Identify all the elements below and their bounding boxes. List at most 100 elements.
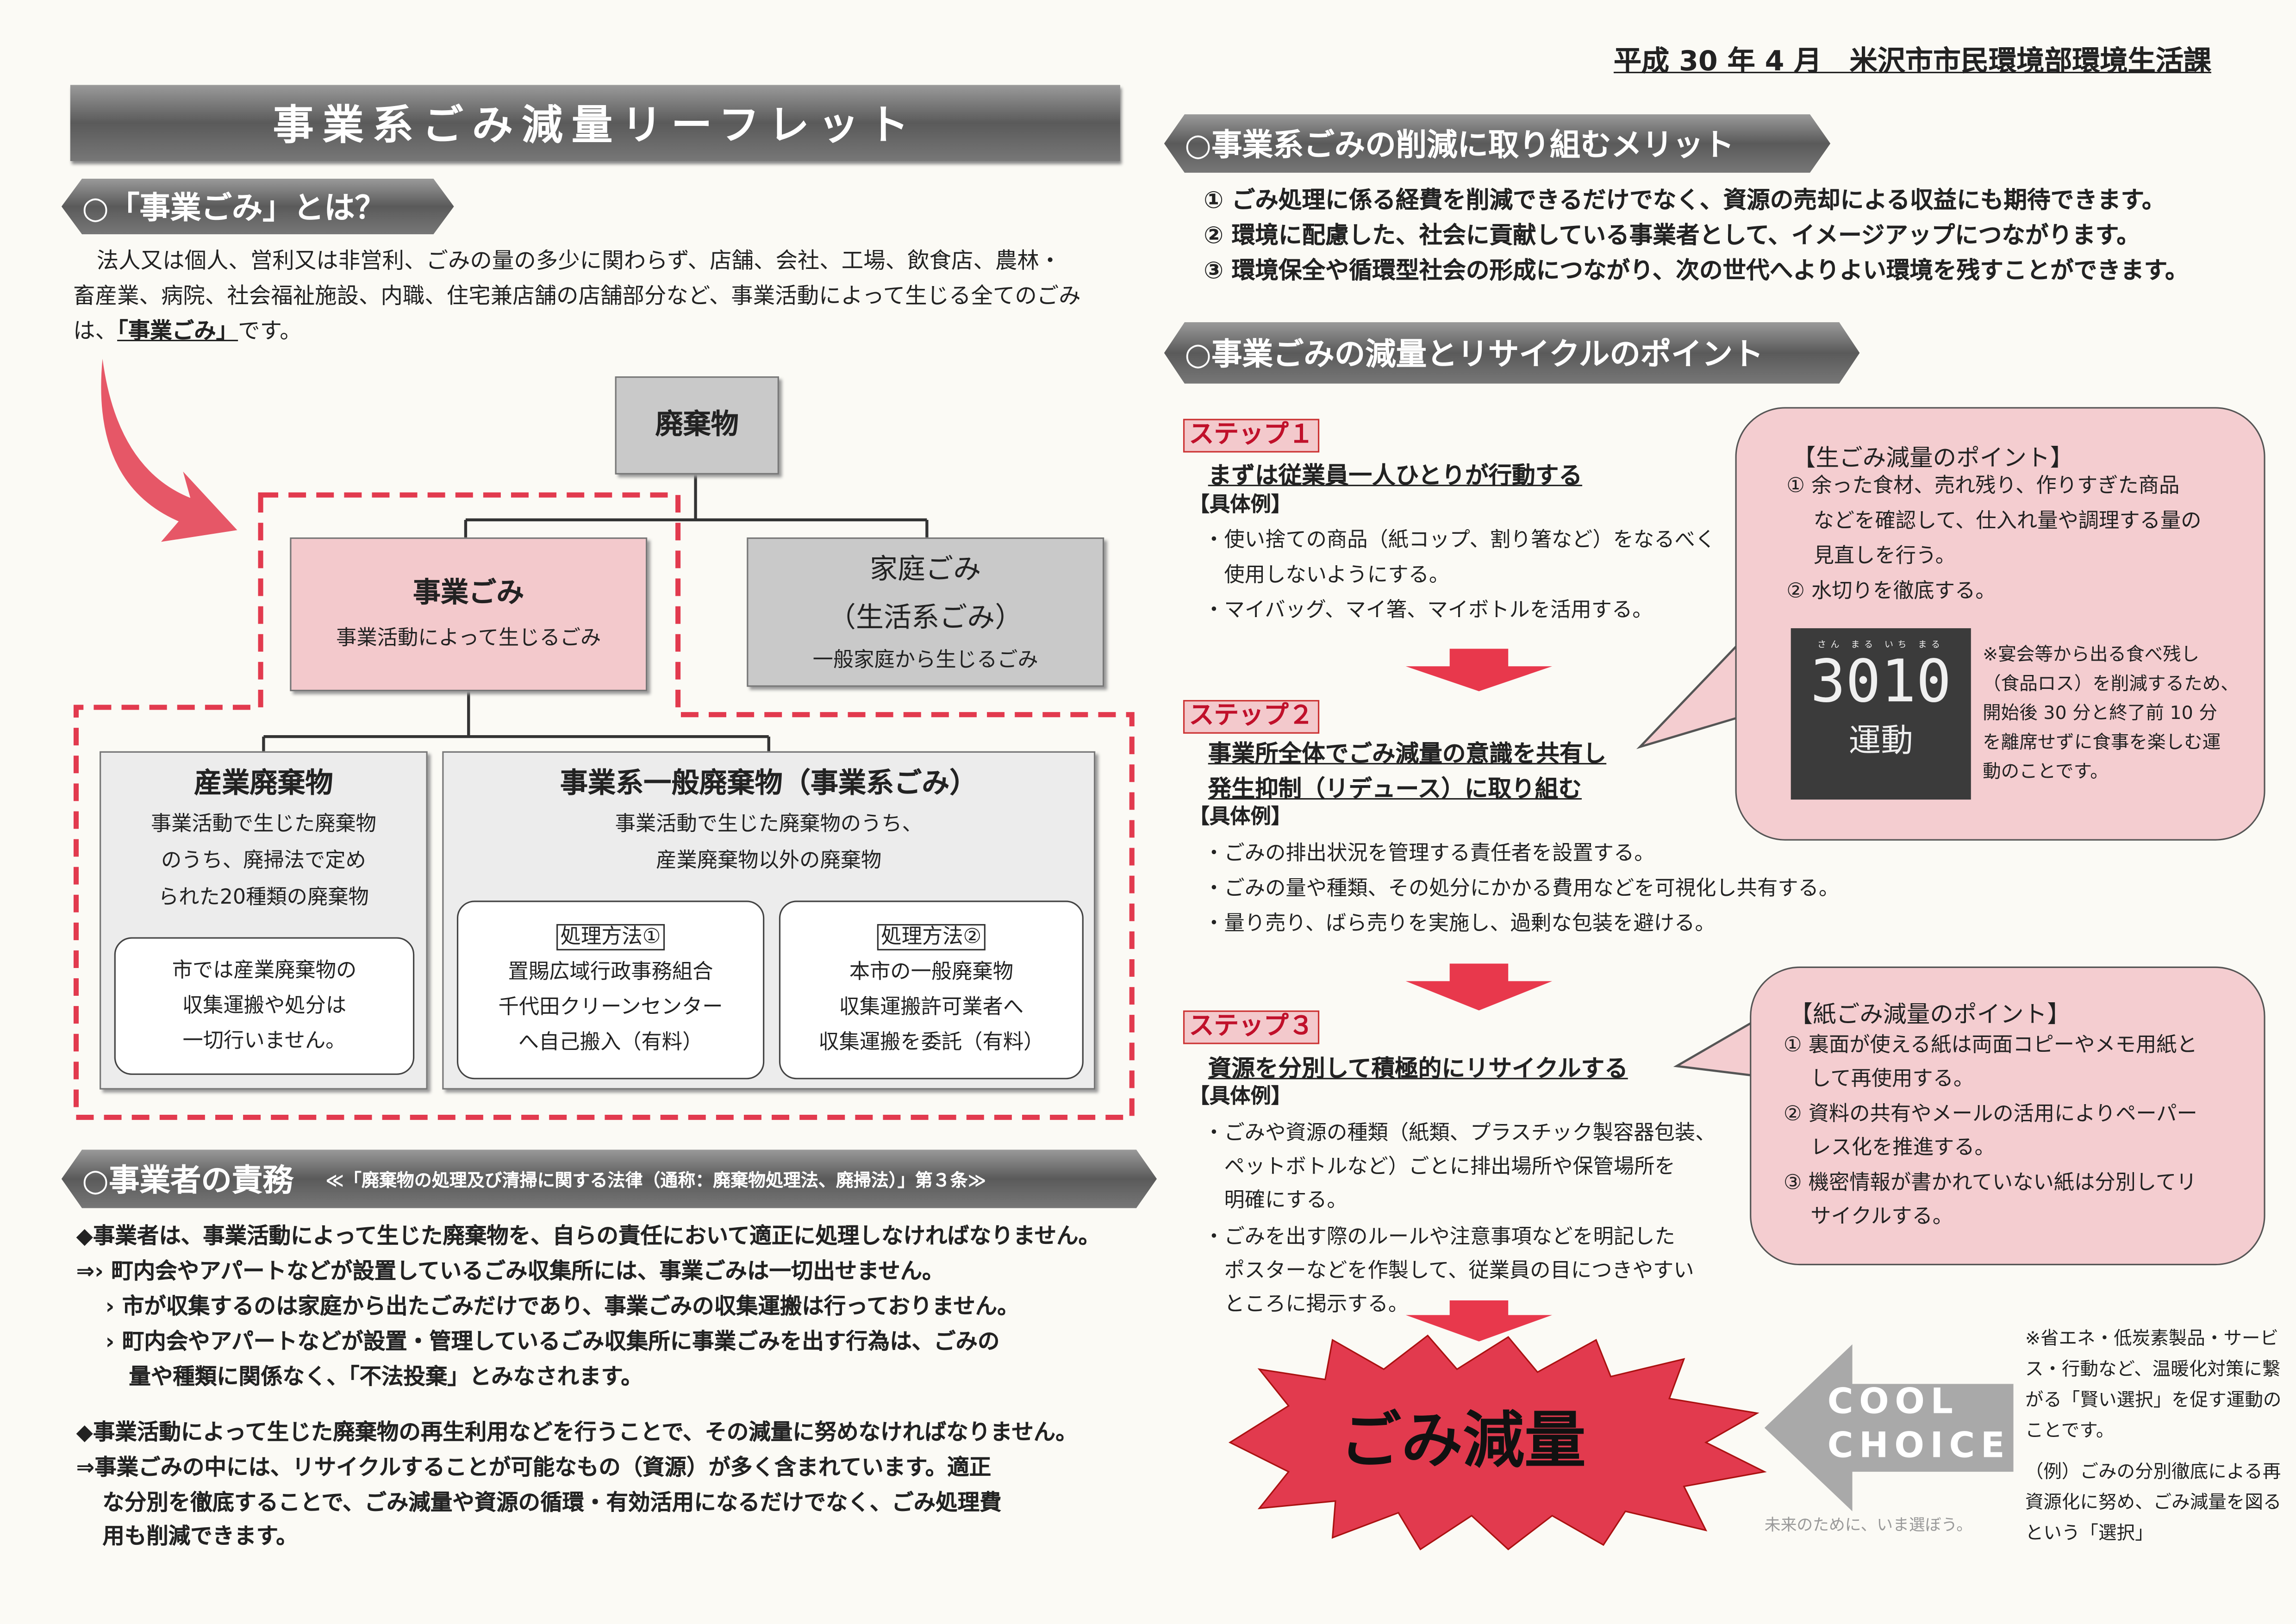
step-bullet: ポスターなどを作製して、従業員の目につきやすい — [1204, 1259, 1694, 1283]
logo-ruby: さん まる いち まる — [1817, 640, 1945, 650]
box-desc: 事業活動で生じた廃棄物 — [150, 812, 376, 837]
example-label: 【具体例】 — [1189, 805, 1292, 829]
law-reference: ≪「廃棄物の処理及び清掃に関する法律（通称：廃棄物処理法、廃掃法）」第３条≫ — [325, 1169, 986, 1190]
step-bullet: ・ごみの排出状況を管理する責任者を設置する。 — [1204, 842, 1655, 866]
step-1-title: まずは従業員一人ひとりが行動する — [1208, 461, 1583, 489]
food-waste-points-bubble: 【生ごみ減量のポイント】 ① 余った食材、売れ残り、作りすぎた商品 などを確認し… — [1735, 407, 2265, 841]
step-bullet: ・使い捨ての商品（紙コップ、割り箸など）をなるべく — [1204, 528, 1716, 552]
section-points-heading: ○事業ごみの減量とリサイクルのポイント — [1164, 322, 1860, 384]
step-3-title: 資源を分別して積極的にリサイクルする — [1208, 1054, 1628, 1082]
example-label: 【具体例】 — [1189, 493, 1292, 517]
heading-text: ○事業者の責務 — [82, 1162, 293, 1198]
bubble-item: ③ 機密情報が書かれていない紙は分別してリ — [1783, 1171, 2197, 1195]
step-bullet: ところに掲示する。 — [1204, 1293, 1409, 1317]
note-line: がる「賢い選択」を促す運動の — [2025, 1388, 2282, 1411]
box-desc: 産業廃棄物以外の廃棄物 — [656, 849, 882, 873]
header-date-dept: 平成 30 年 4 月 米沢市市民環境部環境生活課 — [1613, 45, 2211, 78]
duty-item: 用も削減できます。 — [102, 1523, 298, 1549]
step-bullet: 明確にする。 — [1204, 1189, 1348, 1213]
note-line: （例）ごみの分別徹底による再 — [2025, 1460, 2281, 1482]
section-duty-heading: ○事業者の責務 ≪「廃棄物の処理及び清掃に関する法律（通称：廃棄物処理法、廃掃法）… — [62, 1149, 1157, 1208]
step-2-title: 事業所全体でごみ減量の意識を共有し — [1208, 739, 1607, 768]
note-line: 資源化に努め、ごみ減量を図る — [2025, 1491, 2282, 1513]
bubble-pointer — [1636, 641, 1740, 750]
merit-item: ② 環境に配慮した、社会に貢献している事業者として、イメージアップにつながります… — [1204, 221, 2140, 249]
bubble-item: レス化を推進する。 — [1783, 1136, 1995, 1160]
method-line: 収集運搬を委託（有料） — [818, 1031, 1044, 1055]
step-bullet: 使用しないようにする。 — [1204, 563, 1450, 587]
method-line: 収集運搬許可業者へ — [839, 996, 1024, 1019]
bubble-item: ① 余った食材、売れ残り、作りすぎた商品 — [1786, 474, 2180, 498]
general-waste-box: 事業系一般廃棄物（事業系ごみ） 事業活動で生じた廃棄物のうち、産業廃棄物以外の廃… — [442, 751, 1096, 1090]
step-bullet: ・ごみを出す際のルールや注意事項などを明記した — [1204, 1225, 1675, 1249]
industrial-waste-box: 産業廃棄物 事業活動で生じた廃棄物のうち、廃掃法で定められた20種類の廃棄物 市… — [100, 751, 428, 1090]
example-label: 【具体例】 — [1189, 1085, 1292, 1109]
step-bullet: ペットボトルなど）ごとに排出場所や保管場所を — [1204, 1155, 1675, 1179]
step-1-label: ステップ１ — [1183, 418, 1320, 453]
method-label: 処理方法② — [876, 924, 986, 950]
connector-lines — [262, 471, 929, 751]
note-line: という「選択」 — [2025, 1521, 2153, 1544]
business-waste-box: 事業ごみ 事業活動によって生じるごみ — [290, 537, 648, 692]
box-subtitle: （生活系ごみ） — [828, 602, 1023, 634]
box-title: 事業系一般廃棄物（事業系ごみ） — [560, 767, 978, 800]
step-3-label: ステップ３ — [1183, 1010, 1320, 1044]
household-waste-box: 家庭ごみ （生活系ごみ） 一般家庭から生じるごみ — [747, 537, 1104, 687]
what-line: 畜産業、病院、社会福祉施設、内職、住宅兼店舗の店舗部分など、事業活動によって生じ… — [73, 282, 1081, 309]
box-desc: 事業活動によって生じるごみ — [336, 626, 601, 650]
step-bullet: ・マイバッグ、マイ箸、マイボトルを活用する。 — [1204, 599, 1653, 623]
step-2-label: ステップ２ — [1183, 700, 1320, 734]
box-title: 産業廃棄物 — [194, 767, 333, 800]
box-title: 家庭ごみ — [869, 553, 981, 586]
duty-item: › 町内会やアパートなどが設置・管理しているごみ収集所に事業ごみを出す行為は、ご… — [105, 1328, 1000, 1355]
what-line: 法人又は個人、営利又は非営利、ごみの量の多少に関わらず、店舗、会社、工場、飲食店… — [96, 247, 1061, 274]
method-line: 置賜広域行政事務組合 — [508, 961, 713, 984]
section-merit-heading: ○事業系ごみの削減に取り組むメリット — [1164, 114, 1830, 173]
note-line: ※省エネ・低炭素製品・サービ — [2025, 1326, 2279, 1349]
box-desc: られた20種類の廃棄物 — [158, 886, 369, 910]
method-line: へ自己搬入（有料） — [518, 1031, 703, 1055]
paper-waste-points-bubble: 【紙ごみ減量のポイント】 ① 裏面が使える紙は両面コピーやメモ用紙と して再使用… — [1750, 966, 2265, 1266]
note-line: 市では産業廃棄物の — [172, 959, 357, 983]
duty-paragraph: ◆事業者は、事業活動によって生じた廃棄物を、自らの責任において適正に処理しなけれ… — [76, 1223, 1101, 1249]
cool-choice-tagline: 未来のために、いま選ぼう。 — [1764, 1516, 1973, 1535]
bubble-item: ② 資料の共有やメールの活用によりペーパー — [1783, 1102, 2197, 1126]
text: です。 — [238, 318, 302, 344]
step-bullet: ・ごみや資源の種類（紙類、プラスチック製容器包装、 — [1204, 1122, 1716, 1145]
logo-number: 3010 — [1810, 649, 1952, 716]
method-line: 千代田クリーンセンター — [498, 996, 723, 1019]
merit-item: ③ 環境保全や循環型社会の形成につながり、次の世代へよりよい環境を残すことができ… — [1204, 256, 2189, 284]
logo-text: COOL — [1827, 1380, 1959, 1422]
box-desc: 一般家庭から生じるごみ — [812, 649, 1038, 672]
text: は、 — [73, 318, 118, 344]
duty-item: › 市が収集するのは家庭から出たごみだけであり、事業ごみの収集運搬は行っておりま… — [105, 1293, 1019, 1320]
duty-item: な分別を徹底することで、ごみ減量や資源の循環・有効活用になるだけでなく、ごみ処理… — [102, 1489, 1002, 1516]
waste-root-box: 廃棄物 — [615, 376, 779, 475]
logo-text: CHOICE — [1827, 1424, 2011, 1466]
bubble-heading: 【生ごみ減量のポイント】 — [1792, 443, 2074, 472]
duty-item: 量や種類に関係なく、「不法投棄」とみなされます。 — [129, 1363, 643, 1390]
note-line: （食品ロス）を削減するため、 — [1983, 672, 2239, 694]
bubble-item: ② 水切りを徹底する。 — [1786, 580, 1996, 604]
curved-arrow-icon — [101, 359, 237, 542]
duty-paragraph: ◆事業活動によって生じた廃棄物の再生利用などを行うことで、その減量に努めなければ… — [76, 1419, 1078, 1446]
cool-choice-arrow-icon — [1764, 1344, 2014, 1512]
logo-word: 運動 — [1848, 723, 1913, 760]
cool-choice-example: （例）ごみの分別徹底による再資源化に努め、ごみ減量を図るという「選択」 — [2025, 1455, 2282, 1548]
merit-item: ① ごみ処理に係る経費を削減できるだけでなく、資源の売却による収益にも期待できま… — [1204, 186, 2165, 214]
bubble-item: して再使用する。 — [1783, 1068, 1974, 1091]
bubble-item: 見直しを行う。 — [1786, 544, 1956, 568]
note-line: ことです。 — [2025, 1419, 2115, 1441]
step-bullet: ・量り売り、ばら売りを実施し、過剰な包装を避ける。 — [1204, 912, 1716, 936]
emphasis: 「事業ごみ」 — [117, 318, 238, 344]
step-bullet: ・ごみの量や種類、その処分にかかる費用などを可視化し共有する。 — [1204, 877, 1840, 901]
note-line: ス・行動など、温暖化対策に繋 — [2025, 1357, 2281, 1380]
industrial-note: 市では産業廃棄物の収集運搬や処分は一切行いません。 — [114, 937, 415, 1075]
3010-note: ※宴会等から出る食べ残し（食品ロス）を削減するため、開始後 30 分と終了前 1… — [1983, 640, 2239, 786]
bubble-item: などを確認して、仕入れ量や調理する量の — [1786, 509, 2202, 533]
